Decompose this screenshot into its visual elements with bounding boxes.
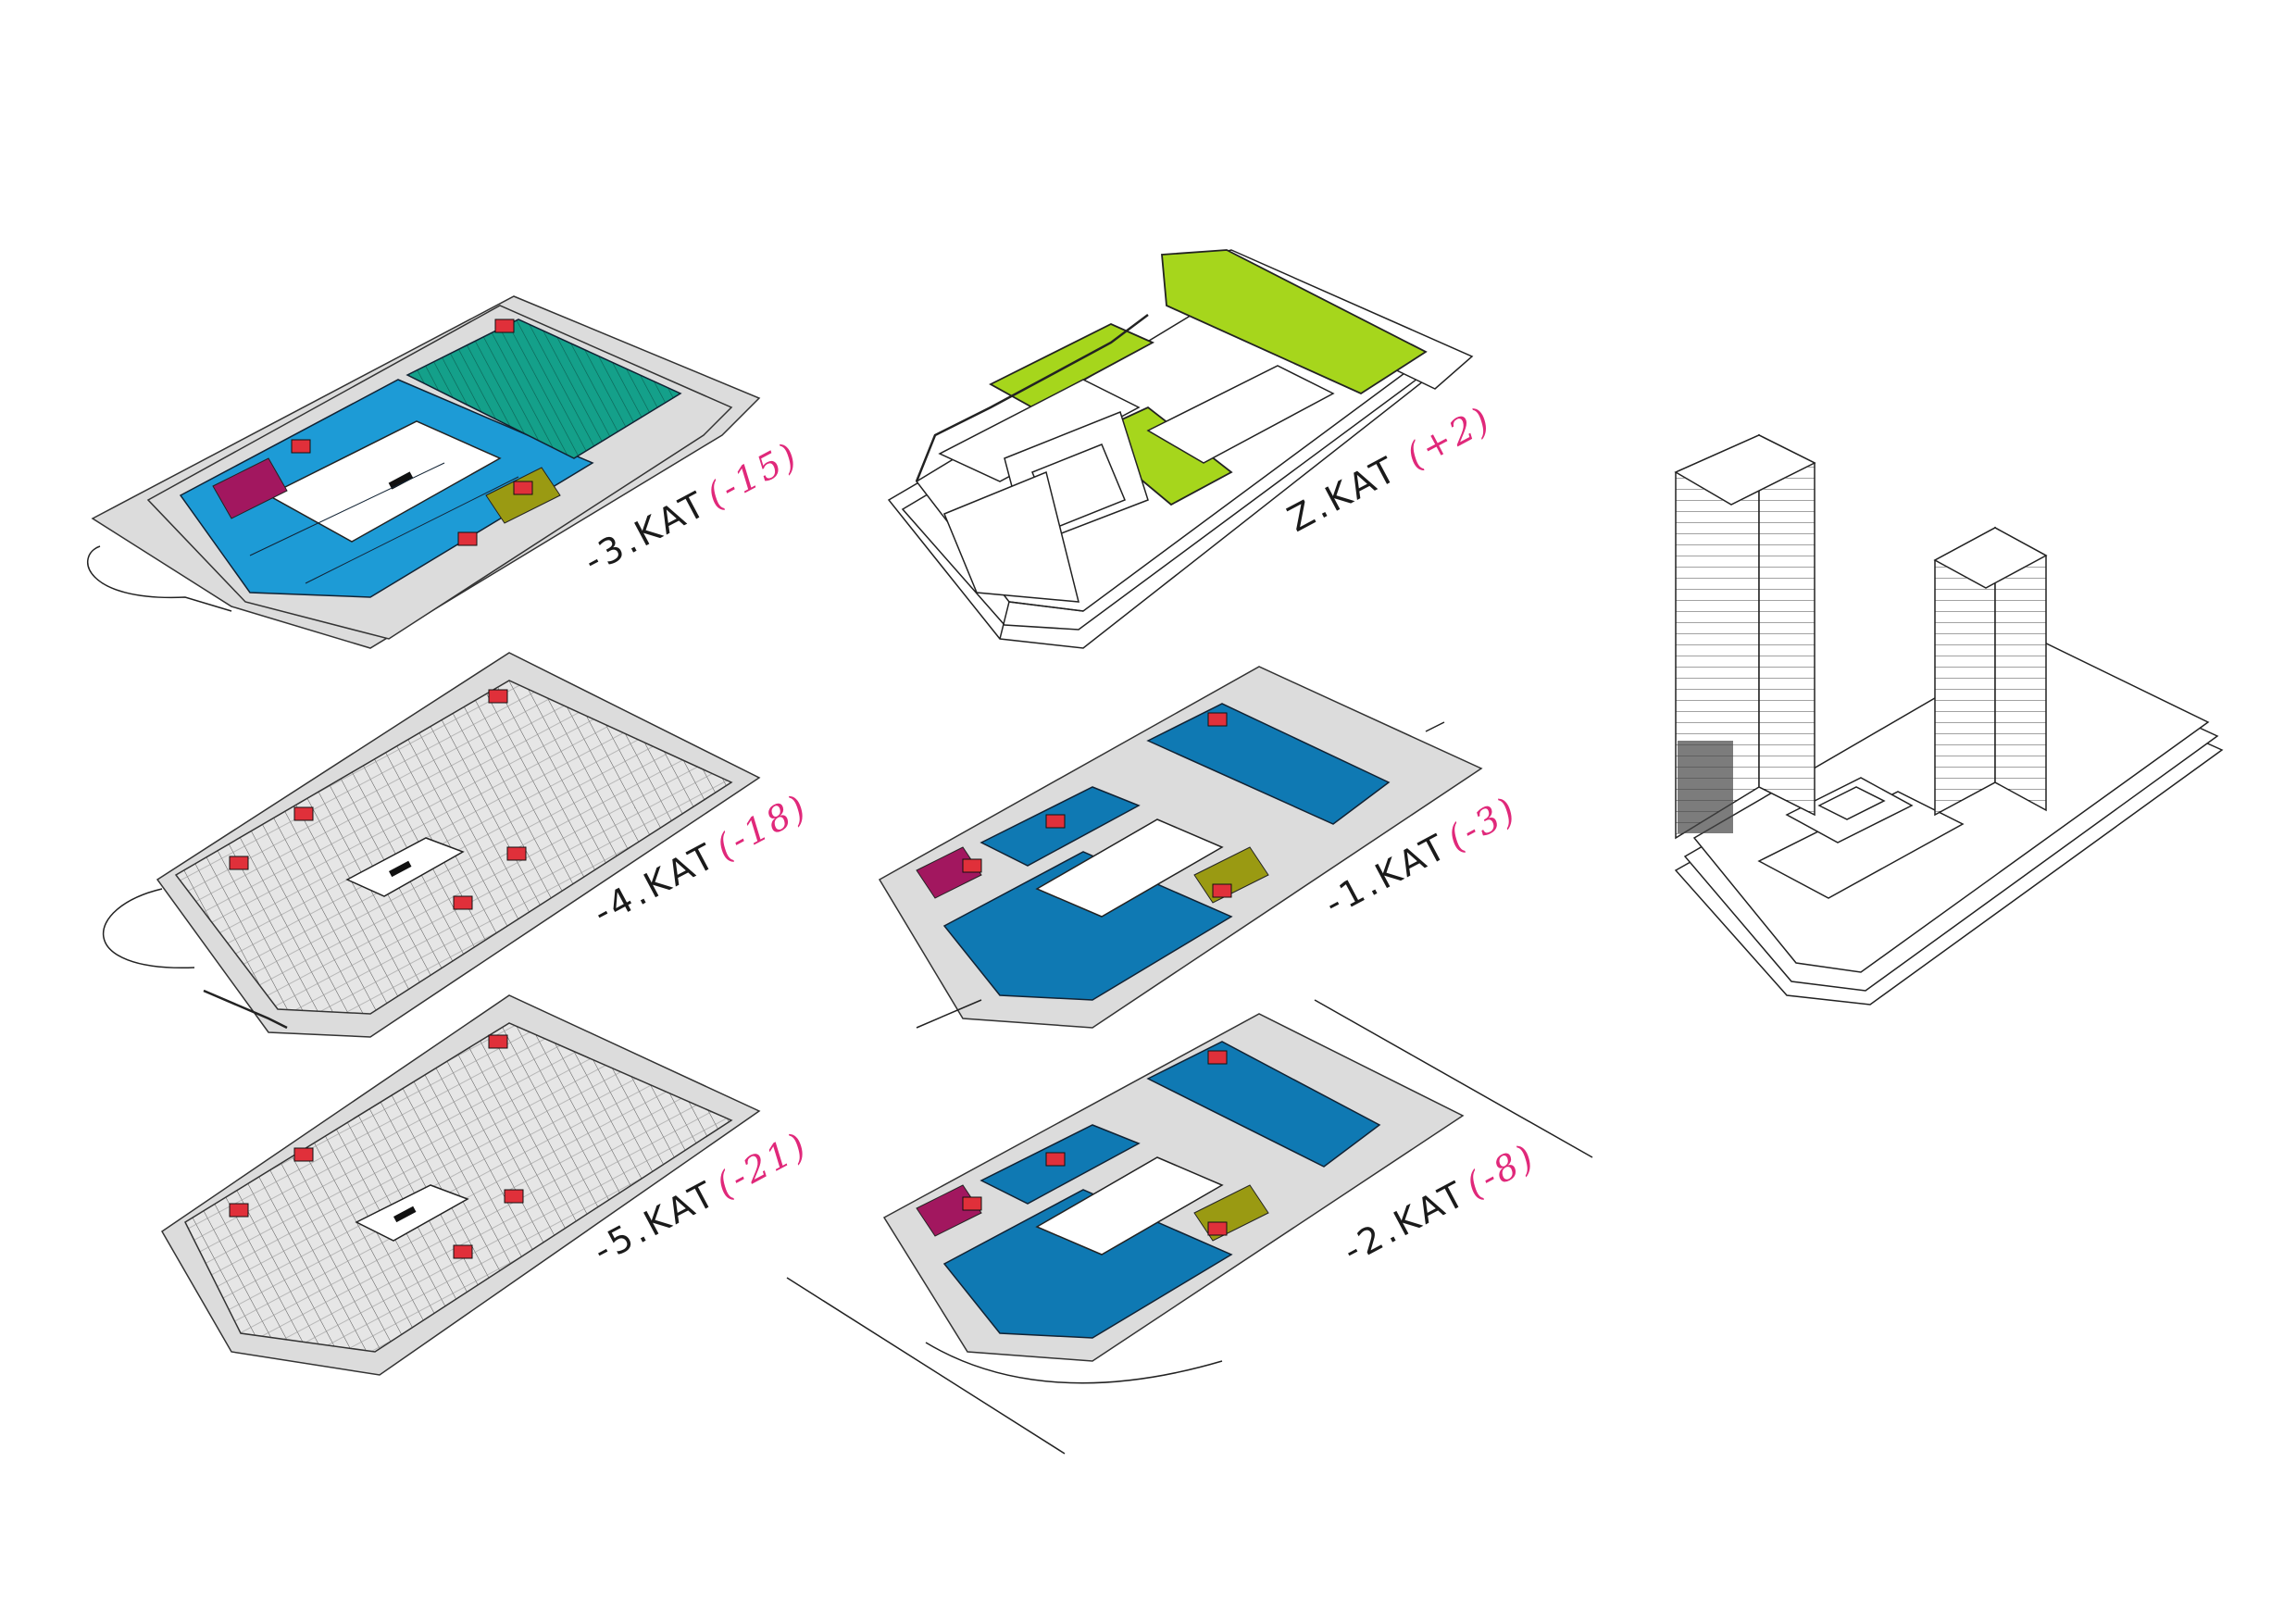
plan-level-text: (-15) — [700, 434, 805, 517]
plan-minus-1 — [878, 666, 1483, 1029]
plan-ground-floor — [887, 249, 1474, 649]
plan-level-text: (-21) — [709, 1124, 815, 1206]
plan-minus-5 — [161, 994, 761, 1376]
plan-label-text: -2.KAT — [1337, 1172, 1474, 1271]
plan-level-text: (+2) — [1400, 398, 1499, 477]
plan-minus-2 — [786, 999, 1593, 1455]
plan-level-text: (-8) — [1459, 1136, 1542, 1206]
tower-massing-model — [1674, 433, 2224, 1006]
plan-level-text: (-3) — [1441, 789, 1524, 859]
plan-minus-4 — [102, 652, 761, 1038]
plan-minus-3 — [87, 295, 761, 649]
